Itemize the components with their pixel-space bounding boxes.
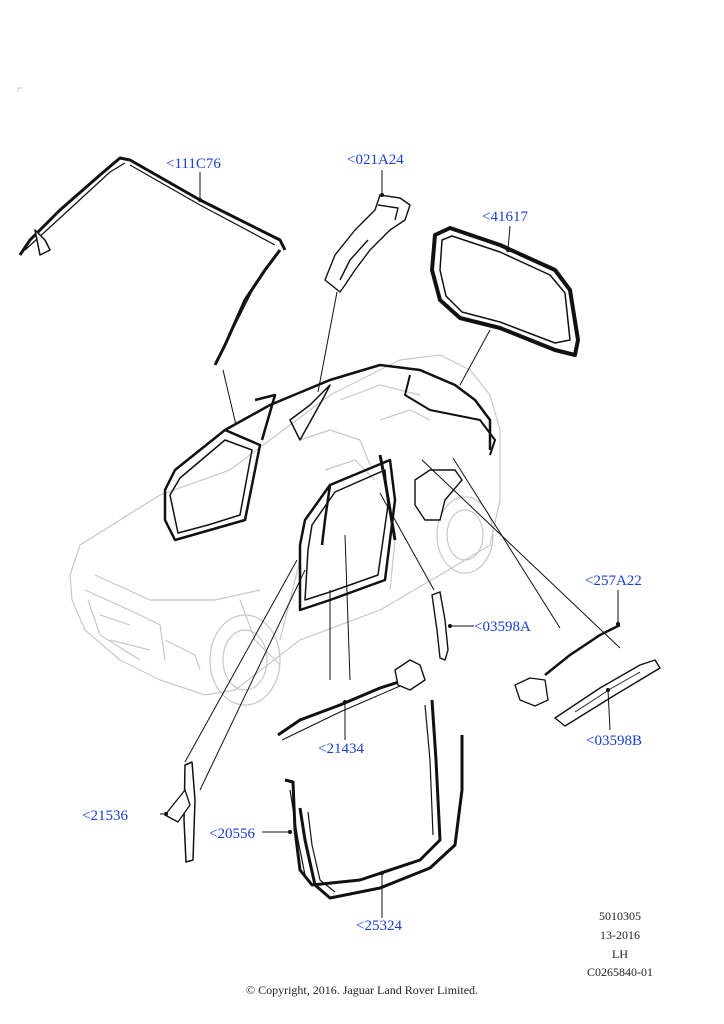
callout-03598B[interactable]: <03598B	[586, 733, 642, 749]
part-03598B	[554, 659, 661, 727]
drive-side: LH	[612, 947, 628, 961]
part-21536	[164, 761, 196, 863]
leader-dots	[164, 193, 620, 875]
part-03598A	[431, 591, 449, 661]
part-21434	[277, 659, 426, 741]
leader-lines	[160, 170, 621, 918]
vehicle-seals	[163, 363, 496, 612]
callout-021A24[interactable]: <021A24	[347, 152, 404, 168]
illustration-code: C0265840-01	[587, 965, 653, 979]
copyright-notice: © Copyright, 2016. Jaguar Land Rover Lim…	[245, 983, 479, 997]
part-20556	[284, 699, 442, 887]
part-021A24	[324, 194, 411, 293]
callout-25324[interactable]: <25324	[356, 918, 402, 934]
callout-03598A[interactable]: <03598A	[474, 619, 531, 635]
diagram-date: 13-2016	[600, 928, 640, 942]
part-41617	[430, 226, 580, 357]
callout-257A22[interactable]: <257A22	[585, 573, 642, 589]
callout-111C76[interactable]: <111C76	[166, 156, 221, 172]
corner-mark	[17, 87, 22, 92]
callout-21536[interactable]: <21536	[82, 808, 128, 824]
callout-20556[interactable]: <20556	[209, 826, 255, 842]
quarter-trim-shape	[414, 469, 463, 521]
vehicle-outline	[69, 354, 501, 706]
part-257A22	[514, 623, 621, 707]
callout-21434[interactable]: <21434	[318, 741, 364, 757]
part-25324	[298, 735, 464, 900]
diagram-number: 5010305	[599, 909, 641, 923]
callout-41617[interactable]: <41617	[482, 209, 528, 225]
part-111C76	[18, 156, 287, 366]
